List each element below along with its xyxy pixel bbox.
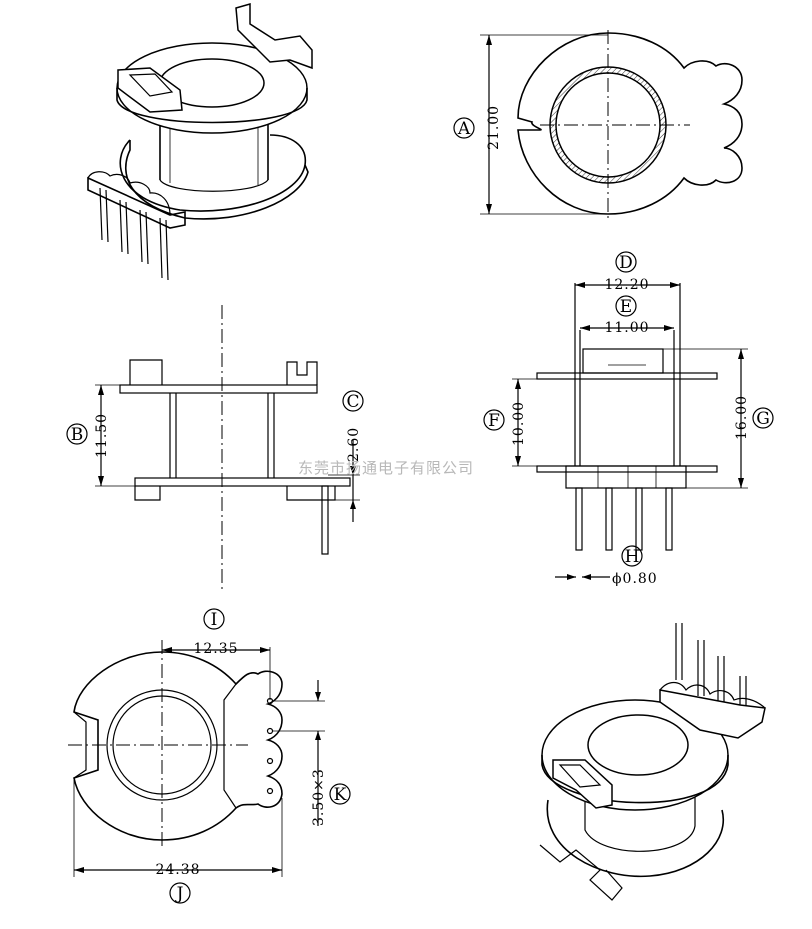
dim-tag-e: E xyxy=(620,297,632,317)
dim-tag-k-circle xyxy=(329,783,351,805)
dim-tag-c-circle xyxy=(342,390,364,412)
dim-value-g: 16.00 xyxy=(734,395,750,440)
dim-value-b: 11.50 xyxy=(94,413,110,458)
dim-tag-g: G xyxy=(756,409,770,429)
dim-tag-a-circle xyxy=(453,117,475,139)
dim-value-h: ϕ0.80 xyxy=(612,571,658,587)
isometric-view-top xyxy=(87,3,313,281)
dim-tag-f-circle xyxy=(483,409,505,431)
dim-tag-b-circle xyxy=(66,423,88,445)
dim-tag-j: J xyxy=(175,884,184,904)
dim-tag-i: I xyxy=(211,610,218,630)
side-view-right: D 12.20 E 11.00 F 10.00 G 16.00 H ϕ0.80 xyxy=(483,251,774,587)
dim-tag-a: A xyxy=(457,119,471,139)
dim-value-c: 2.60 xyxy=(346,427,362,462)
dim-value-f: 10.00 xyxy=(511,401,527,446)
dim-value-d: 12.20 xyxy=(604,277,649,293)
dim-value-k: 3.50×3 xyxy=(311,768,327,826)
dim-tag-h: H xyxy=(625,547,640,567)
dim-tag-j-circle xyxy=(169,882,191,904)
dim-tag-g-circle xyxy=(752,407,774,429)
dim-tag-h-circle xyxy=(621,545,643,567)
isometric-view-bottom xyxy=(539,623,766,901)
dim-tag-d: D xyxy=(619,253,633,273)
dim-tag-e-circle xyxy=(615,295,637,317)
dim-tag-d-circle xyxy=(615,251,637,273)
front-view-left: B 11.50 C 2.60 xyxy=(66,305,364,590)
dim-value-a: 21.00 xyxy=(486,105,502,150)
flange-bottom-view: I 12.35 24.38 J 3.50×3 K xyxy=(68,608,351,904)
dim-tag-k: K xyxy=(334,785,347,805)
watermark: 东莞市扬通电子有限公司 xyxy=(298,459,474,477)
dim-tag-f: F xyxy=(488,411,500,431)
flange-top-view: A 21.00 xyxy=(453,30,743,218)
dim-value-j: 24.38 xyxy=(155,862,200,878)
dim-tag-c: C xyxy=(346,392,359,412)
dim-value-e: 11.00 xyxy=(604,320,649,336)
dim-value-i: 12.35 xyxy=(193,641,238,657)
dim-tag-i-circle xyxy=(203,608,225,630)
dim-tag-b: B xyxy=(71,425,84,445)
